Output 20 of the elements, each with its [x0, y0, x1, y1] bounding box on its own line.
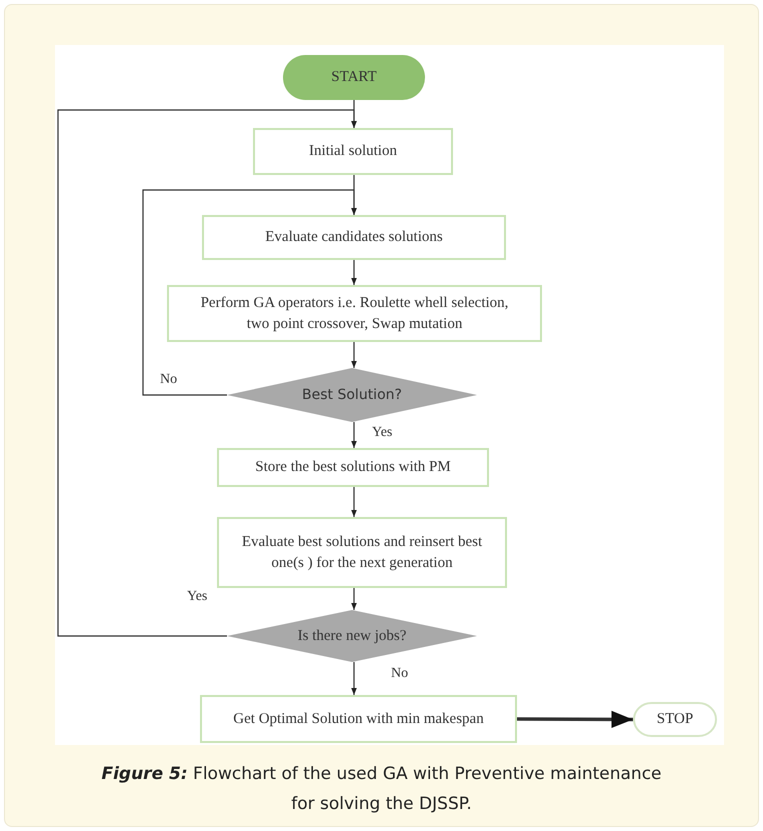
start-terminal: START — [283, 55, 425, 100]
arrow — [351, 342, 357, 368]
arrow — [351, 487, 357, 517]
arrow — [351, 422, 357, 448]
arrow — [351, 260, 357, 285]
process-box: Perform GA operators i.e. Roulette whell selection, two point crossover, Swap mutation — [167, 285, 542, 342]
decision-diamond: Best Solution? — [227, 368, 477, 422]
arrow — [57, 109, 357, 637]
arrow — [142, 189, 357, 396]
figure-caption: Figure 5: Flowchart of the used GA with Preventive maintenance for solving the DJSSP. — [100, 763, 663, 816]
decision-diamond: Is there new jobs? — [227, 610, 477, 662]
process-box: Evaluate candidates solutions — [202, 215, 506, 260]
arrow — [517, 710, 633, 728]
process-box: Get Optimal Solution with min makespan — [200, 695, 517, 743]
stop-terminal: STOP — [633, 702, 717, 737]
process-box: Evaluate best solutions and reinsert best one(s ) for the next generation — [217, 517, 507, 588]
arrow — [351, 662, 357, 695]
arrow — [351, 588, 357, 610]
process-box: Store the best solutions with PM — [217, 448, 489, 487]
process-box: Initial solution — [253, 128, 453, 175]
